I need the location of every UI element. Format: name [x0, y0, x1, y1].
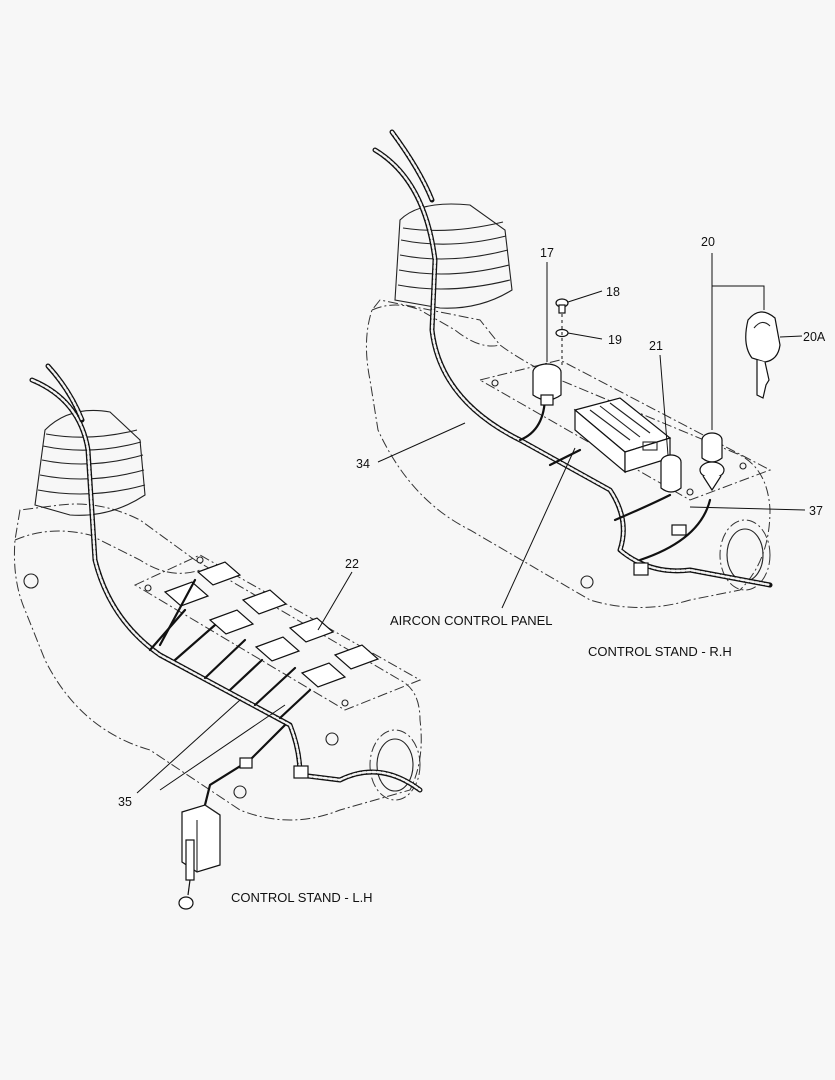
rh-connector-2 [633, 562, 649, 576]
lh-stand-side [14, 530, 201, 574]
part-22-switches [163, 561, 380, 688]
rh-deck-screw-1 [491, 379, 499, 387]
callout-22: 22 [345, 557, 359, 571]
rh-harness-cable-outer [372, 147, 773, 588]
lh-harness-cable-inner [30, 378, 422, 792]
lh-branch-6 [278, 688, 312, 720]
lh-rear-end [369, 729, 421, 801]
rh-rear-end [719, 519, 771, 591]
lh-rear-hole [376, 738, 414, 792]
rh-branch-aircon [548, 448, 582, 467]
callout-21: 21 [649, 339, 663, 353]
leader-19 [567, 332, 603, 340]
callout-20a: 20A [803, 330, 826, 344]
leader-21 [659, 354, 669, 456]
lh-connector-1 [239, 757, 253, 769]
lh-branch-4 [228, 658, 264, 692]
lh-switch-box [178, 804, 221, 910]
caption-control-stand-lh: CONTROL STAND - L.H [231, 890, 373, 905]
rh-control-stand [365, 129, 806, 609]
part-17-socket [532, 363, 562, 406]
lh-side-hole-2 [325, 732, 339, 746]
lh-side-hole-1 [23, 573, 39, 589]
rh-joystick-boot [394, 203, 513, 309]
lh-control-stand [13, 363, 423, 910]
leader-20a [779, 335, 803, 338]
rh-side-hole [580, 575, 594, 589]
lh-connector-2 [293, 765, 309, 779]
lh-side-hole-3 [233, 785, 247, 799]
part-18-screw [555, 298, 569, 314]
caption-control-stand-rh: CONTROL STAND - R.H [588, 644, 732, 659]
rh-deck [478, 359, 772, 501]
rh-deck-screw-3 [686, 488, 694, 496]
leader-37 [689, 506, 806, 511]
lh-branch-7 [158, 578, 197, 647]
aircon-control-panel [573, 397, 672, 474]
rh-stand-body [365, 299, 771, 608]
callout-37: 37 [809, 504, 823, 518]
lh-branch-2 [173, 623, 217, 662]
leader-20 [711, 253, 765, 430]
lh-deck-screw-1 [144, 584, 152, 592]
caption-aircon-control-panel: AIRCON CONTROL PANEL [390, 613, 553, 628]
rh-branch-20 [638, 498, 712, 562]
lh-branch-5 [253, 666, 297, 707]
callout-17: 17 [540, 246, 554, 260]
lh-deck-screw-3 [341, 699, 349, 707]
part-21-lighter [660, 454, 682, 493]
part-20a-key [745, 311, 781, 399]
rh-branch-21 [613, 493, 672, 522]
lh-harness-fork-inner [46, 364, 84, 422]
lh-deck-screw-2 [196, 556, 204, 564]
rh-deck-screw-2 [739, 462, 747, 470]
lh-branch-to-box [203, 723, 287, 807]
lh-harness-cable-outer [29, 377, 423, 793]
leader-34 [377, 422, 466, 463]
rh-rear-hole [726, 528, 764, 582]
leader-22 [317, 571, 353, 631]
leader-35 [136, 699, 286, 794]
lh-deck [133, 554, 422, 711]
rh-harness-fork-inner [390, 130, 434, 202]
rh-connector-1 [671, 524, 687, 536]
part-20-key-switch [699, 432, 725, 492]
leader-18 [567, 290, 603, 303]
callout-20: 20 [701, 235, 715, 249]
callout-35: 35 [118, 795, 132, 809]
lh-branch-3 [203, 638, 247, 680]
lh-stand-body [13, 503, 422, 821]
leader-aircon [501, 447, 576, 609]
callout-19: 19 [608, 333, 622, 347]
callout-34: 34 [356, 457, 370, 471]
rh-boot-ribs [397, 221, 511, 290]
callout-18: 18 [606, 285, 620, 299]
rh-harness-cable-inner [373, 148, 772, 587]
